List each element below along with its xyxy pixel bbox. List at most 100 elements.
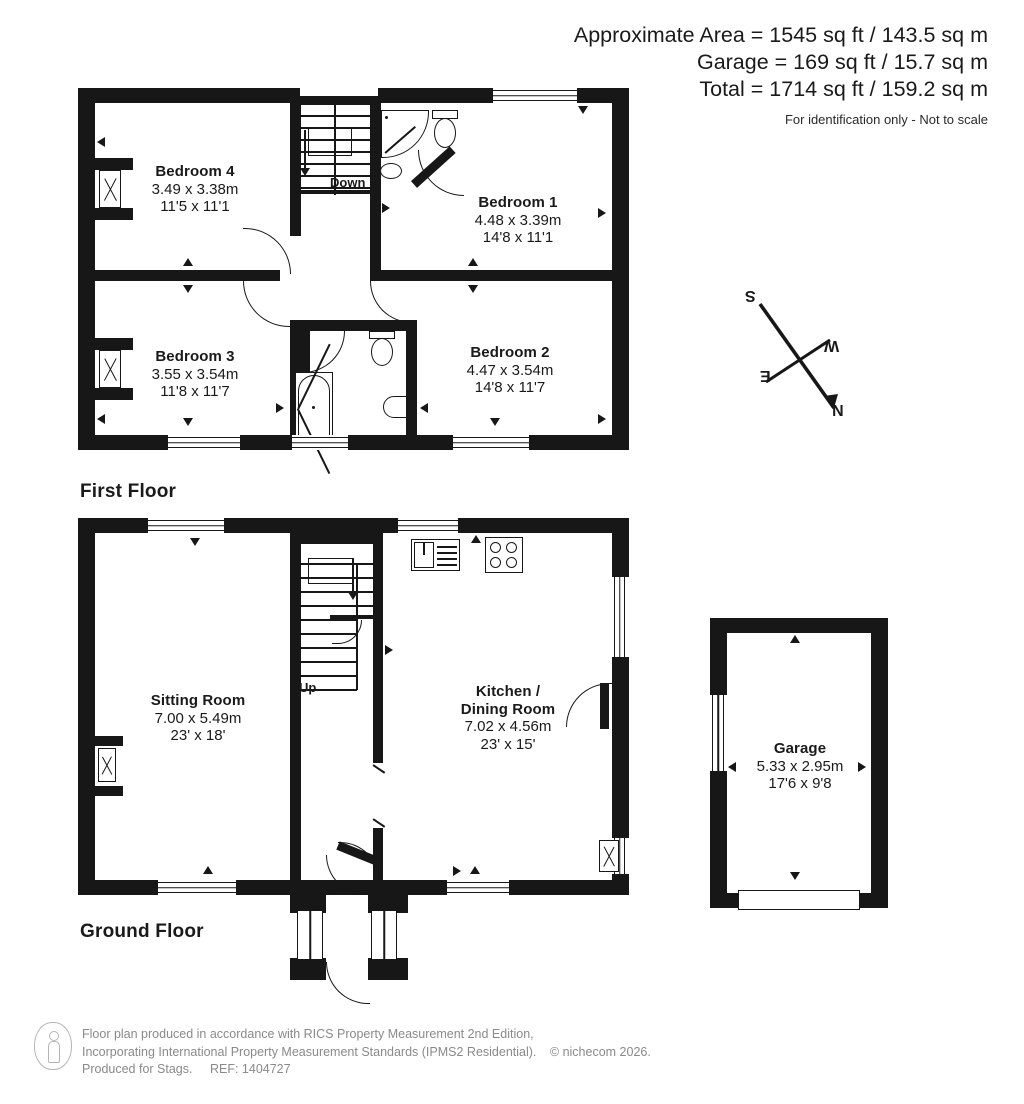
room-dim-metric: 4.48 x 3.39m <box>474 211 562 229</box>
dim-arrow-b1-bottom <box>468 258 478 266</box>
porch-wall-right-top <box>368 895 408 913</box>
room-dim-metric: 4.47 x 3.54m <box>466 361 554 379</box>
wall-bathroom-right <box>406 320 417 450</box>
room-name-line2: Dining Room <box>460 700 556 718</box>
chimney-marker-bedroom4 <box>99 170 121 208</box>
porch-wall-left-bottom <box>290 958 326 980</box>
room-dim-imperial: 14'8 x 11'1 <box>482 229 554 246</box>
dim-arrow-b1-inner <box>382 203 390 213</box>
chimney-marker-kitchen-right <box>599 840 619 872</box>
ground-floor-plan: Up Sitting Room 7.00 x 5.49m 23' x 18' K… <box>0 0 700 1010</box>
dim-arrow-b4-bottom <box>183 258 193 266</box>
compass-label-north: N <box>832 401 844 418</box>
stair-direction-arrow-down-gf <box>348 592 358 600</box>
kitchen-drainer-line-3 <box>437 558 457 560</box>
wall-landing-left <box>290 96 301 236</box>
chimney-marker-bedroom3 <box>99 350 121 388</box>
window-bedroom2-bottom <box>453 437 529 448</box>
ground-floor-title: Ground Floor <box>80 921 204 942</box>
hob-burner-4 <box>506 557 517 568</box>
room-name-line1: Kitchen / <box>475 683 541 700</box>
wall-central-divider-upper <box>373 645 383 763</box>
room-name: Bedroom 3 <box>155 348 235 365</box>
room-label-bedroom3: Bedroom 3 3.55 x 3.54m 11'8 x 11'7 <box>140 348 250 401</box>
room-label-bedroom2: Bedroom 2 4.47 x 3.54m 14'8 x 11'7 <box>455 344 565 397</box>
stair-handrail-outline <box>308 128 352 156</box>
stair-direction-line-gf <box>352 558 354 594</box>
compass-rose: S N W E <box>738 282 858 430</box>
dim-arrow-b2-bottom <box>490 418 500 426</box>
room-label-bedroom4: Bedroom 4 3.49 x 3.38m 11'5 x 11'1 <box>143 163 247 216</box>
door-leaf-kitchen-external <box>600 683 609 729</box>
room-dim-imperial: 11'5 x 11'1 <box>160 198 230 215</box>
area-summary: Approximate Area = 1545 sq ft / 143.5 sq… <box>574 22 988 130</box>
person-icon <box>34 1022 72 1070</box>
wall-internal-horizontal-left <box>95 270 280 281</box>
kitchen-drainer-line-4 <box>437 564 457 566</box>
room-name: Bedroom 1 <box>478 194 558 211</box>
bath-plug <box>312 406 315 409</box>
room-dim-metric: 3.49 x 3.38m <box>151 180 239 198</box>
dim-arrow-b3-left <box>97 414 105 424</box>
stair-landing-edge <box>290 190 370 194</box>
footer-line-3: Produced for Stags. <box>82 1062 193 1076</box>
window-bedroom3-bottom <box>168 437 240 448</box>
window-kitchen-right-upper <box>614 577 625 657</box>
staircase-first-floor <box>301 103 370 195</box>
dim-arrow-garage-bottom <box>790 872 800 880</box>
wall-gf-left <box>78 518 95 895</box>
room-dim-metric: 7.02 x 4.56m <box>464 718 552 735</box>
dim-arrow-kitchen-left <box>385 645 393 655</box>
first-floor-plan: Down Bedroom 4 3.49 x 3.38m 11'5 x 11'1 … <box>0 0 700 510</box>
dim-arrow-b2-top <box>468 285 478 293</box>
wall-stairs-left-gf <box>290 533 301 893</box>
garage-area-line: Garage = 169 sq ft / 15.7 sq m <box>696 50 988 74</box>
footer-line-3-row: Produced for Stags. REF: 1404727 <box>82 1061 651 1079</box>
window-kitchen-top <box>398 520 458 531</box>
room-label-garage: Garage 5.33 x 2.95m 17'6 x 9'8 <box>742 740 858 793</box>
wash-basin-upper <box>380 163 402 179</box>
alcove-b3-top <box>95 338 133 350</box>
wall-bathroom-top <box>290 320 417 331</box>
dim-arrow-b1-top <box>578 106 588 114</box>
compass-label-west: W <box>824 337 840 354</box>
window-sitting-room-top <box>148 520 224 531</box>
kitchen-sink-bowl <box>414 542 434 568</box>
disclaimer-note: For identification only - Not to scale <box>784 112 988 127</box>
compass-label-east: E <box>760 367 771 384</box>
stair-direction-line <box>304 130 306 170</box>
room-dim-imperial: 23' x 18' <box>170 727 226 744</box>
dim-arrow-kitchen-bottom-left <box>453 866 461 876</box>
alcove-b3-bottom <box>95 388 133 400</box>
stair-landing-edge-gf <box>330 615 383 619</box>
porch-wall-right-bottom <box>368 958 408 980</box>
chimney-marker-sitting-room <box>98 748 116 782</box>
kitchen-drainer-line-2 <box>437 552 457 554</box>
room-dim-imperial: 23' x 15' <box>480 735 536 753</box>
footer-copyright: © nichecom 2026. <box>549 1044 651 1059</box>
dim-arrow-garage-top <box>790 635 800 643</box>
stairs-down-label: Down <box>330 175 366 190</box>
alcove-b4-bottom <box>95 208 133 220</box>
room-name: Bedroom 4 <box>155 163 235 180</box>
dim-arrow-garage-left <box>728 762 736 772</box>
room-label-kitchen-dining: Kitchen / Dining Room 7.02 x 4.56m 23' x… <box>450 683 566 753</box>
alcove-b4-top <box>95 158 133 170</box>
room-name: Bedroom 2 <box>470 344 550 361</box>
hob-burner-1 <box>490 542 501 553</box>
porch-window-right <box>371 911 397 959</box>
first-floor-title: First Floor <box>80 481 177 502</box>
wash-basin-lower <box>383 396 407 418</box>
dim-arrow-kitchen-bottom <box>470 866 480 874</box>
dim-arrow-kitchen-top <box>471 535 481 543</box>
dim-arrow-bathroom-right <box>420 403 428 413</box>
hob-burner-2 <box>506 542 517 553</box>
top-wall-recess <box>300 88 378 98</box>
footer-line-1: Floor plan produced in accordance with R… <box>82 1027 534 1041</box>
room-dim-metric: 5.33 x 2.95m <box>756 757 844 775</box>
kitchen-drainer-line-1 <box>437 546 457 548</box>
garage-plan: Garage 5.33 x 2.95m 17'6 x 9'8 <box>0 0 1024 960</box>
wall-top-recess-edge <box>300 96 378 103</box>
stair-direction-arrow-down <box>300 168 310 176</box>
bath-tub-inner <box>298 375 330 441</box>
